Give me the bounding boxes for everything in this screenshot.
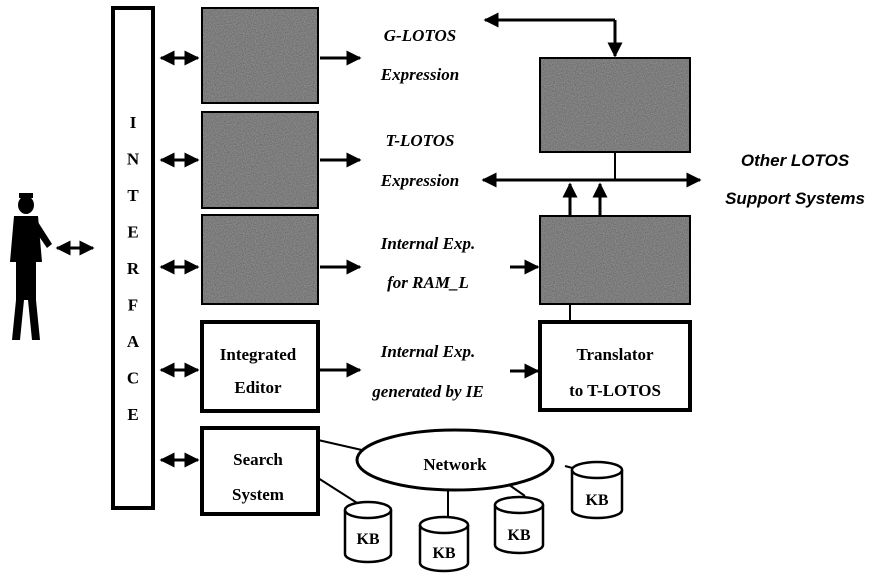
interface-letter: E xyxy=(127,223,138,242)
translator-label-2: to T-LOTOS xyxy=(569,381,661,400)
integrated-editor-label-1: Integrated xyxy=(220,345,297,364)
kb-label: KB xyxy=(356,531,379,548)
search-system-label-2: System xyxy=(232,485,284,504)
translator-box: Translator to T-LOTOS xyxy=(538,320,692,412)
interface-letter: C xyxy=(127,369,139,388)
t-lotos-processor-module xyxy=(539,215,691,305)
kb-database-3: KB xyxy=(493,495,545,555)
g-lotos-label-2: Expression xyxy=(380,65,459,84)
search-system-label-1: Search xyxy=(233,450,283,469)
t-lotos-label-1: T-LOTOS xyxy=(386,131,455,150)
interface-letter: T xyxy=(127,186,139,205)
search-system-box: Search System xyxy=(200,426,320,516)
interface-letter: R xyxy=(127,259,140,278)
other-systems-label-2: Support Systems xyxy=(725,189,865,208)
network-label: Network xyxy=(423,455,487,474)
t-lotos-module xyxy=(201,111,319,209)
kb-database-1: KB xyxy=(343,500,393,564)
interface-letter: N xyxy=(127,150,140,169)
g-lotos-label-1: G-LOTOS xyxy=(384,26,456,45)
internal-ram-label-1: Internal Exp. xyxy=(380,234,475,253)
interface-letter: E xyxy=(127,405,138,424)
other-systems-label-1: Other LOTOS xyxy=(741,151,850,170)
interface-letter: A xyxy=(127,332,140,351)
module-output-arrows xyxy=(320,50,362,378)
integrated-editor-label-2: Editor xyxy=(234,378,282,397)
internal-ie-label-1: Internal Exp. xyxy=(380,342,475,361)
interface-letter: F xyxy=(128,296,138,315)
right-side-connectors xyxy=(481,12,702,379)
kb-label: KB xyxy=(432,545,455,562)
kb-database-4: KB xyxy=(570,460,624,520)
internal-ram-label-2: for RAM_L xyxy=(387,273,469,292)
interface-module-arrows xyxy=(159,50,200,468)
interface-letter: I xyxy=(130,113,137,132)
internal-ie-label-2: generated by IE xyxy=(371,382,483,401)
kb-label: KB xyxy=(585,492,608,509)
integrated-editor-box: Integrated Editor xyxy=(200,320,320,413)
user-figure-icon xyxy=(10,193,52,340)
translator-label-1: Translator xyxy=(576,345,654,364)
g-lotos-processor-module xyxy=(539,57,691,153)
g-lotos-module xyxy=(201,7,319,104)
ram-l-module xyxy=(201,214,319,305)
t-lotos-label-2: Expression xyxy=(380,171,459,190)
kb-label: KB xyxy=(507,527,530,544)
kb-database-2: KB xyxy=(418,515,470,573)
network-node: Network xyxy=(355,428,555,492)
